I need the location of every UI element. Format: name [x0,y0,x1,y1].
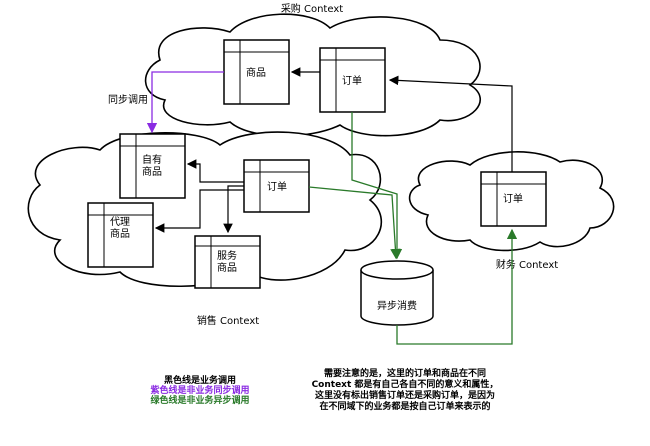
agent-goods-label: 代理商品 [110,216,130,240]
own-goods-label: 自有商品 [142,153,162,178]
own-goods-line-2: 商品 [142,165,162,178]
async-queue-label: 异步消费 [377,299,417,312]
own-goods-line-1: 自有 [142,153,162,166]
purchase-context-label: 采购 Context [281,2,343,15]
legend-purple: 紫色线是非业务同步调用 [150,386,250,396]
purchase-context-cloud [144,13,482,137]
finance-order-entity: 订单 [480,171,547,227]
edge-sales-order-to-service-goods [223,185,244,234]
async-call-edges [308,112,518,345]
service-goods-entity: 服务商品 [194,235,261,289]
legend: 黑色线是业务调用 紫色线是非业务同步调用 绿色线是非业务异步调用 [120,376,280,406]
async-queue: 异步消费 [360,260,434,326]
edge-sync-call [146,71,224,134]
edge-queue-to-finance-order [396,228,518,345]
edge-purchase-order-to-queue [351,112,403,260]
business-call-edges [154,67,513,234]
agent-goods-line-2: 商品 [110,227,130,240]
finance-context-label: 财务 Context [496,258,558,271]
note-line-2: Context 都是有自己各自不同的意义和属性， [311,380,499,390]
edge-sales-order-to-agent-goods [154,189,244,233]
finance-order-label: 订单 [503,193,523,205]
sales-order-entity: 订单 [243,159,310,213]
note-line-4: 在不同域下的业务都是按自己订单来表示的 [319,402,491,412]
sales-context-label: 销售 Context [197,314,259,327]
service-goods-label: 服务商品 [217,249,237,274]
own-goods-entity: 自有商品 [119,133,186,199]
purchase-order-label: 订单 [342,75,362,87]
sales-order-label: 订单 [267,181,287,193]
edge-sales-order-to-queue [308,186,401,260]
note-line-1: 需要注意的是，这里的订单和商品在不同 [323,369,486,379]
purchase-goods-label: 商品 [246,66,266,79]
edge-sales-order-to-own-goods [186,159,244,183]
agent-goods-entity: 代理商品 [87,202,154,268]
service-goods-line-2: 商品 [217,261,237,274]
note-line-3: 这里没有标出销售订单还是采购订单，是因为 [314,391,495,401]
agent-goods-line-1: 代理 [110,216,130,228]
sync-call-label: 同步调用 [108,94,148,106]
note: 需要注意的是，这里的订单和商品在不同 Context 都是有自己各自不同的意义和… [290,369,520,413]
legend-black: 黑色线是业务调用 [163,376,236,386]
purchase-goods-entity: 商品 [223,39,290,105]
legend-green: 绿色线是非业务异步调用 [150,396,250,406]
purchase-order-entity: 订单 [319,47,386,113]
service-goods-line-1: 服务 [217,249,237,262]
edge-finance-to-purchase-order [388,75,513,172]
